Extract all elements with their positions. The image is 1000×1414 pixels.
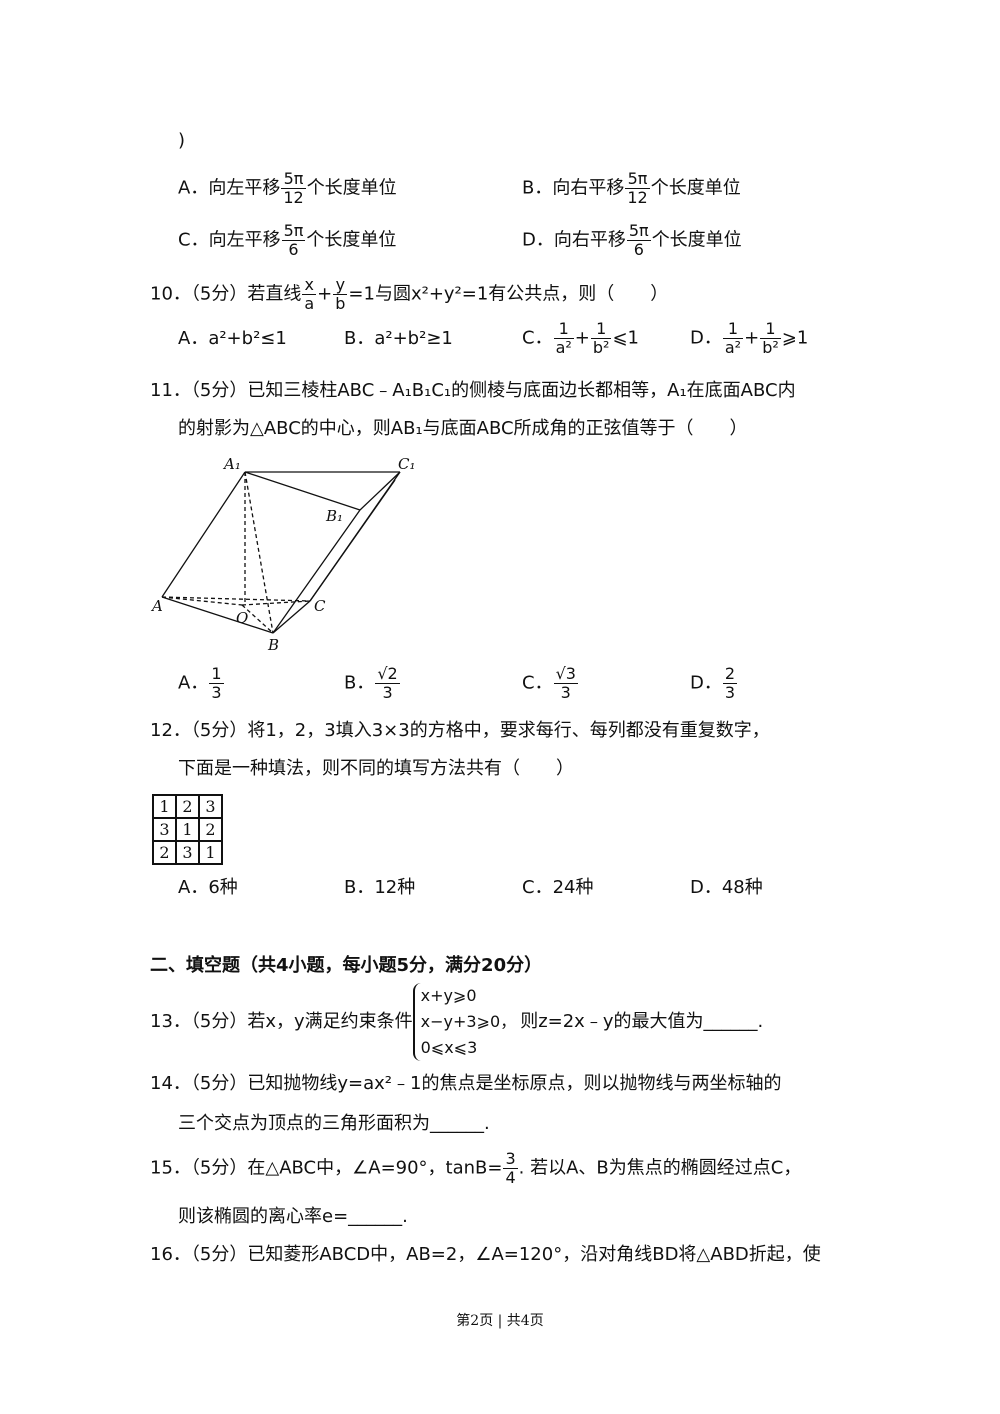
- grid-cell: 2: [152, 840, 177, 865]
- page-footer: 第2页 | 共4页: [456, 1313, 544, 1329]
- q14-line1: 14．（5分）已知抛物线y=ax²﹣1的焦点是坐标原点，则以抛物线与两坐标轴的: [150, 1073, 782, 1094]
- q16-line1: 16．（5分）已知菱形ABCD中，AB=2，∠A=120°，沿对角线BD将△AB…: [150, 1244, 821, 1265]
- grid-cell: 2: [198, 817, 223, 842]
- grid-cell: 1: [198, 840, 223, 865]
- question-text: . 若以A、B为焦点的椭圆经过点C，: [518, 1157, 802, 1179]
- q12-option-c: C．24种: [522, 877, 594, 898]
- label-a1: A₁: [222, 455, 241, 473]
- grid-row: 3 1 2: [152, 817, 223, 842]
- question-text: 13．（5分）若x，y满足约束条件: [150, 1011, 413, 1032]
- grid-cell: 3: [198, 794, 223, 819]
- prism-figure: A₁ C₁ B₁ A O C B: [150, 455, 416, 654]
- q15-line2: 则该椭圆的离心率e=______.: [178, 1206, 408, 1227]
- constraint: x−y+3⩾0，: [420, 1012, 517, 1031]
- constraint-system: x+y⩾0 x−y+3⩾0， 0⩽x⩽3: [412, 983, 517, 1061]
- label-c1: C₁: [398, 455, 416, 473]
- option-label: A．向左平移: [178, 177, 281, 199]
- option-label: D．向右平移: [522, 229, 626, 251]
- relation: ⩾1: [781, 327, 809, 349]
- q12-line1: 12．（5分）将1，2，3填入3×3的方格中，要求每行、每列都没有重复数字，: [150, 720, 770, 741]
- option-label: B．向右平移: [522, 177, 625, 199]
- relation: ⩽1: [612, 327, 640, 349]
- grid-row: 1 2 3: [152, 794, 223, 819]
- grid-cell: 3: [175, 840, 200, 865]
- question-text: 则z=2x﹣y的最大值为______.: [520, 1011, 764, 1032]
- label-b1: B₁: [325, 507, 343, 525]
- option-suffix: 个长度单位: [650, 177, 741, 199]
- q10-option-b: B．a²+b²≥1: [344, 328, 453, 349]
- grid-cell: 2: [175, 794, 200, 819]
- option-label: C．: [522, 327, 553, 349]
- grid-cell: 1: [152, 794, 177, 819]
- q12-option-b: B．12种: [344, 877, 416, 898]
- q12-option-d: D．48种: [690, 877, 763, 898]
- q12-line2: 下面是一种填法，则不同的填写方法共有（ ）: [178, 758, 574, 779]
- q12-option-a: A．6种: [178, 877, 238, 898]
- question-text: 15．（5分）在△ABC中，∠A=90°，tanB=: [150, 1157, 503, 1179]
- q14-line2: 三个交点为顶点的三角形面积为______.: [178, 1113, 490, 1134]
- q11-line2: 的射影为△ABC的中心，则AB₁与底面ABC所成角的正弦值等于（ ）: [178, 418, 748, 439]
- question-text: 10．（5分）若直线: [150, 283, 302, 305]
- constraint: 0⩽x⩽3: [420, 1038, 478, 1057]
- section-heading: 二、填空题（共4小题，每小题5分，满分20分）: [150, 955, 543, 976]
- grid-cell: 3: [152, 817, 177, 842]
- label-o: O: [236, 609, 248, 627]
- option-label: B．: [344, 672, 375, 694]
- q11-line1: 11．（5分）已知三棱柱ABC﹣A₁B₁C₁的侧棱与底面边长都相等，A₁在底面A…: [150, 380, 796, 401]
- option-label: C．向左平移: [178, 229, 281, 251]
- label-c: C: [314, 597, 326, 615]
- q9-tail: ): [178, 130, 186, 151]
- q10-option-a: A．a²+b²≤1: [178, 328, 287, 349]
- plus-sign: +: [317, 283, 333, 305]
- option-suffix: 个长度单位: [651, 229, 742, 251]
- option-label: A．: [178, 672, 209, 694]
- q13-stem: 13．（5分）若x，y满足约束条件 x+y⩾0 x−y+3⩾0， 0⩽x⩽3 则z=2x…: [150, 983, 763, 1061]
- option-suffix: 个长度单位: [306, 229, 397, 251]
- option-label: D．: [690, 327, 722, 349]
- question-text: =1与圆x²+y²=1有公共点，则（ ）: [348, 283, 669, 305]
- constraint: x+y⩾0: [420, 986, 477, 1005]
- grid-cell: 1: [175, 817, 200, 842]
- option-label: D．: [690, 672, 722, 694]
- label-a: A: [150, 597, 163, 615]
- label-b: B: [267, 636, 279, 654]
- option-label: C．: [522, 672, 553, 694]
- option-suffix: 个长度单位: [306, 177, 397, 199]
- grid-row: 2 3 1: [152, 840, 223, 865]
- number-grid: 1 2 3 3 1 2 2 3 1: [152, 794, 223, 865]
